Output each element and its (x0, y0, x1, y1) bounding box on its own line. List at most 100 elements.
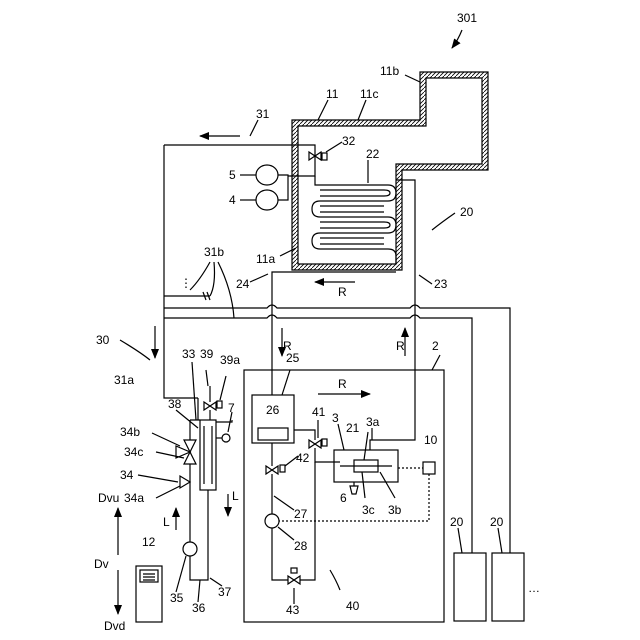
label-34a: 34a (124, 491, 144, 505)
label-31: 31 (256, 107, 270, 121)
leader-23 (419, 275, 432, 284)
label-Dvu: Dvu (98, 491, 119, 505)
label-L2: L (163, 515, 170, 529)
leader-27 (274, 496, 294, 510)
label-22: 22 (366, 147, 380, 161)
valve-41-actuator (322, 439, 327, 446)
leader-3 (338, 424, 344, 450)
leader-38 (176, 410, 198, 428)
label-20-c: 20 (490, 515, 504, 529)
leader-34a (156, 486, 180, 498)
leader-30 (120, 340, 150, 360)
valve-34a (180, 476, 190, 488)
label-fig-301: 301 (457, 11, 477, 25)
label-10: 10 (424, 433, 438, 447)
sensor-7 (222, 434, 230, 442)
label-20-top: 20 (460, 205, 474, 219)
controller-10 (423, 462, 435, 474)
leader-20c (498, 528, 502, 553)
pump-35 (183, 542, 197, 556)
evaporator-coil-22 (312, 176, 396, 264)
label-20-b: 20 (450, 515, 464, 529)
label-25: 25 (286, 351, 300, 365)
leader-40 (330, 570, 340, 590)
pipe-4-5 (278, 175, 288, 200)
tank-38 (200, 420, 216, 490)
label-33: 33 (182, 347, 196, 361)
leader-31b-c (218, 262, 234, 318)
label-35: 35 (170, 591, 184, 605)
label-34b: 34b (120, 425, 140, 439)
pipe-3a (370, 370, 415, 450)
leader-11 (318, 100, 328, 120)
label-31a: 31a (114, 373, 134, 387)
component-5 (256, 165, 278, 185)
label-42: 42 (296, 451, 310, 465)
leader-32 (326, 142, 342, 152)
valve-39 (204, 402, 216, 410)
leader-21 (364, 432, 368, 460)
label-Dvd: Dvd (104, 619, 125, 633)
label-dots: ⋮ (180, 276, 192, 290)
label-39a: 39a (220, 353, 240, 367)
label-7: 7 (228, 401, 235, 415)
leader-39 (206, 370, 208, 386)
compressor-26 (258, 428, 288, 440)
label-34c: 34c (124, 445, 143, 459)
label-3b: 3b (388, 503, 402, 517)
label-28: 28 (294, 539, 308, 553)
unit-20-b (454, 553, 486, 621)
leader-36 (198, 580, 200, 602)
pipe-24 (272, 272, 396, 395)
leader-35 (176, 556, 186, 592)
label-24: 24 (236, 277, 250, 291)
leader-34b (152, 433, 180, 446)
label-dots2: … (528, 581, 540, 595)
valve-32-actuator (322, 153, 327, 160)
label-5: 5 (229, 168, 236, 182)
valve-43-actuator (291, 568, 297, 573)
label-R3: R (396, 339, 405, 353)
label-12: 12 (142, 535, 156, 549)
leader-20 (432, 213, 455, 230)
leader-3b (380, 472, 395, 498)
label-R1: R (338, 285, 347, 299)
label-21: 21 (346, 421, 360, 435)
label-38: 38 (168, 397, 182, 411)
valve-43 (288, 576, 300, 584)
label-2: 2 (432, 339, 439, 353)
component-4 (256, 190, 278, 210)
pipe-25-out (294, 430, 315, 440)
leader-33 (192, 362, 196, 420)
leader-3c (362, 472, 365, 498)
label-11: 11 (326, 87, 339, 101)
valve-39-actuator (217, 401, 222, 408)
leader-28 (278, 527, 294, 540)
label-L1: L (232, 489, 239, 503)
unit-20-c (492, 553, 524, 621)
tank-38-inner (204, 426, 212, 484)
label-43: 43 (286, 603, 300, 617)
leader-31 (250, 120, 258, 136)
leader-34 (138, 475, 178, 482)
label-3: 3 (332, 411, 339, 425)
leader-25 (282, 370, 290, 395)
leader-34c (156, 452, 184, 458)
label-3a: 3a (366, 415, 380, 429)
label-11a: 11a (256, 252, 275, 266)
valve-42 (266, 466, 278, 474)
label-23: 23 (434, 277, 448, 291)
label-39: 39 (200, 347, 214, 361)
label-26: 26 (266, 403, 280, 417)
label-6: 6 (340, 491, 347, 505)
label-3c: 3c (362, 503, 375, 517)
leader-39a (220, 376, 226, 400)
pipe-28-lower (272, 528, 288, 580)
leader-24 (250, 274, 268, 282)
valve-41 (309, 440, 321, 448)
label-Dv: Dv (94, 557, 109, 571)
pump-28 (265, 514, 279, 528)
leader-2 (432, 355, 440, 370)
label-36: 36 (192, 601, 206, 615)
